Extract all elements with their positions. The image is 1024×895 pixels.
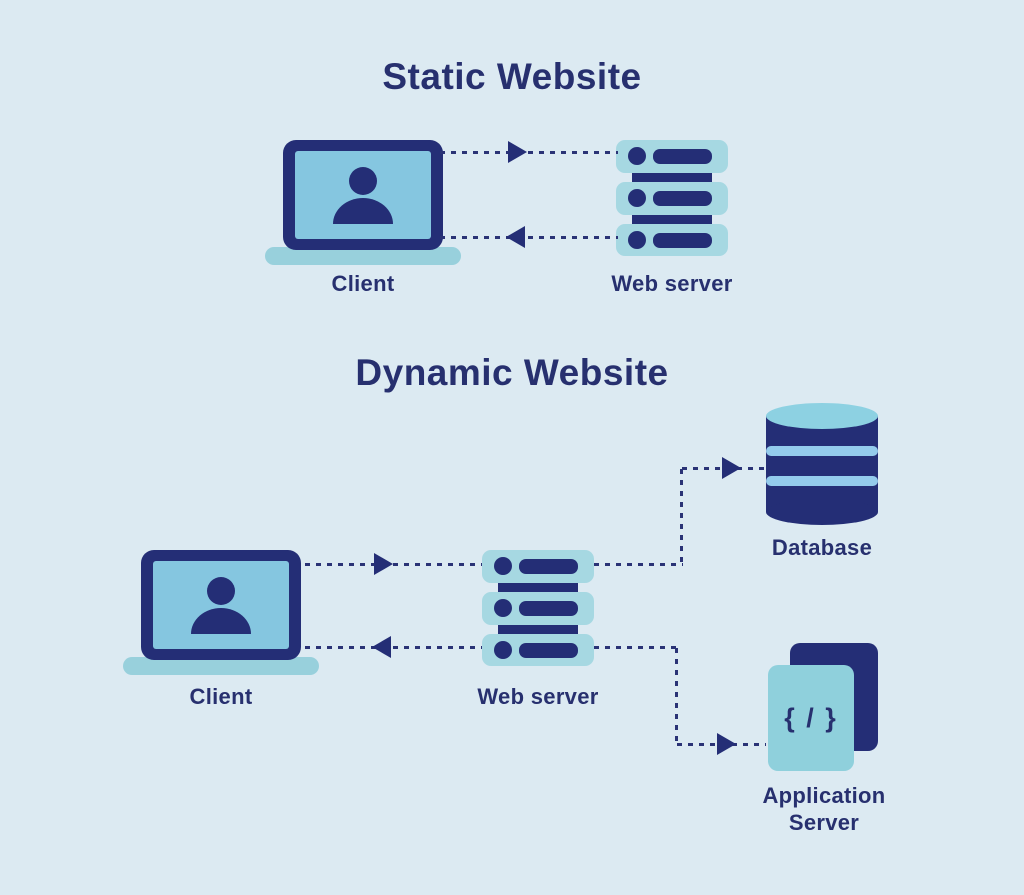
static-request-arrowhead-right-icon	[508, 141, 527, 163]
static-client-laptop-user-icon	[265, 140, 461, 271]
appserver-front-panel: { / }	[768, 665, 854, 771]
static-web-server-stack-icon	[616, 140, 728, 261]
database-label: Database	[771, 535, 873, 560]
static-website-title: Static Website	[382, 56, 642, 97]
database-cylinder-icon	[766, 402, 878, 531]
application-server-code-icon: { / }	[768, 643, 880, 773]
dynamic-client-label: Client	[189, 684, 253, 709]
static-response-dashed-line	[440, 236, 618, 239]
application-server-label-line1: Application	[762, 783, 886, 808]
static-request-dashed-line	[440, 151, 618, 154]
server-to-appserver-line-vertical	[675, 648, 678, 747]
code-braces-glyph: { / }	[784, 702, 838, 733]
static-client-label: Client	[331, 271, 395, 296]
dynamic-web-server-stack-icon	[482, 550, 594, 671]
dynamic-response-arrowhead-left-icon	[372, 636, 391, 658]
server-to-database-line-vertical	[680, 469, 683, 566]
application-server-label-line2: Server	[788, 810, 860, 835]
server-to-database-line-horizontal	[594, 563, 683, 566]
dynamic-request-arrowhead-right-icon	[374, 553, 393, 575]
static-response-arrowhead-left-icon	[506, 226, 525, 248]
static-web-server-label: Web server	[611, 271, 733, 296]
database-arrowhead-right-icon	[722, 457, 741, 479]
application-server-label: Application Server	[738, 782, 910, 836]
server-to-appserver-line-horizontal	[594, 646, 678, 649]
dynamic-web-server-label: Web server	[477, 684, 599, 709]
dynamic-client-laptop-user-icon	[123, 550, 319, 681]
dynamic-website-title: Dynamic Website	[355, 352, 669, 393]
appserver-arrowhead-right-icon	[717, 733, 736, 755]
dynamic-response-dashed-line	[305, 646, 482, 649]
dynamic-request-dashed-line	[305, 563, 482, 566]
